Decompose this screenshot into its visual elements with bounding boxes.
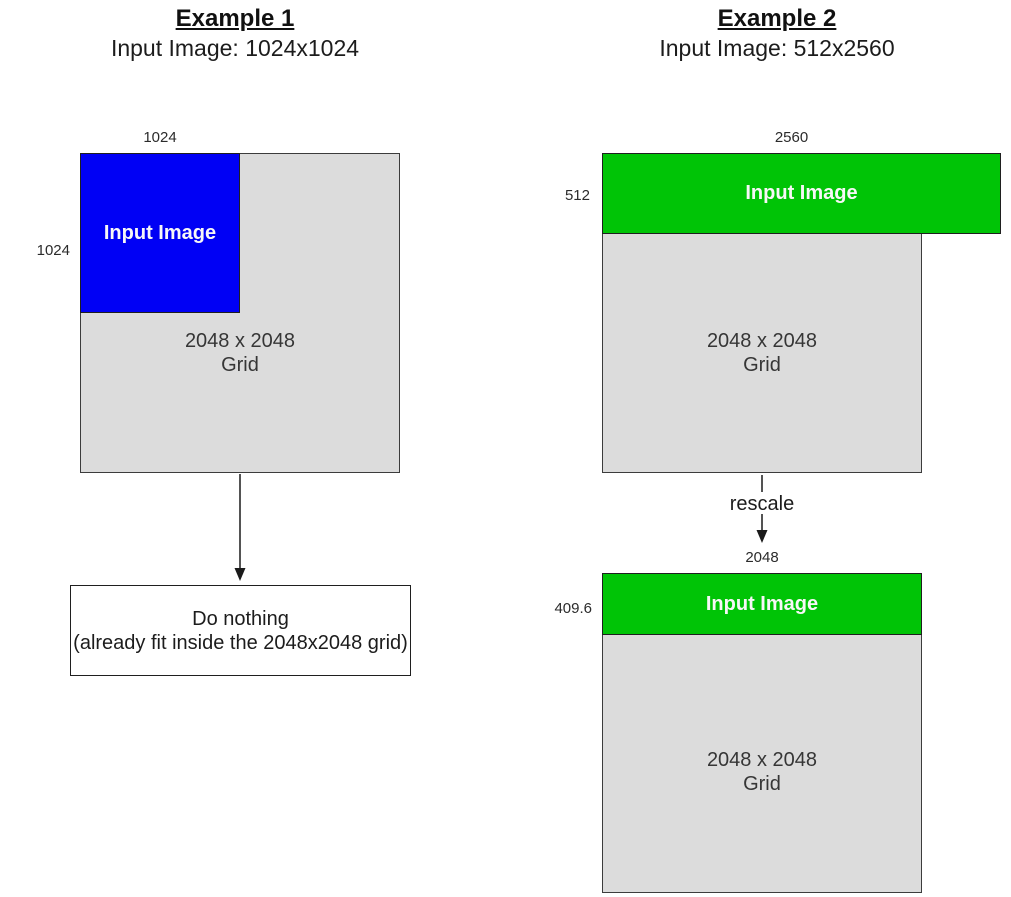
example1-input-height-label: 1024 xyxy=(36,242,70,259)
example2-after-input-image-box: Input Image xyxy=(602,573,922,635)
example2-before-input-image-box: Input Image xyxy=(602,153,1001,234)
example2-after-input-image-label: Input Image xyxy=(705,592,819,615)
example2-after-input-width-label: 2048 xyxy=(745,549,779,566)
example1-grid-label-line1: 2048 x 2048 xyxy=(184,330,296,352)
example2-after-input-height-label: 409.6 xyxy=(554,600,592,617)
example1-subtitle: Input Image: 1024x1024 xyxy=(110,35,360,61)
example2-before-input-image-label: Input Image xyxy=(745,182,858,204)
example2-rescale-label: rescale xyxy=(729,493,795,515)
example1-down-arrow xyxy=(234,474,246,581)
example1-input-image-label: Input Image xyxy=(103,221,217,244)
example1-result-line2: (already fit inside the 2048x2048 grid) xyxy=(73,631,408,654)
example1-input-image-box: Input Image xyxy=(80,153,240,313)
example1-result-line1: Do nothing xyxy=(192,607,289,630)
example2-before-grid-label-line2: Grid xyxy=(743,354,781,376)
example1-grid-label: 2048 x 2048 Grid xyxy=(80,329,400,377)
example2-before-input-width-label: 2560 xyxy=(774,129,809,146)
example1-grid-label-line2: Grid xyxy=(221,354,259,376)
example2-after-grid-label-line2: Grid xyxy=(743,773,781,795)
example2-after-grid-label-line1: 2048 x 2048 xyxy=(706,749,818,771)
example1-input-width-label: 1024 xyxy=(143,129,177,146)
example2-after-grid-label: 2048 x 2048 Grid xyxy=(602,748,922,796)
example2-title: Example 2 xyxy=(717,5,837,32)
example2-rescale-arrow-upper xyxy=(761,475,763,492)
example2-rescale-arrow-lower xyxy=(756,514,768,543)
example2-subtitle: Input Image: 512x2560 xyxy=(659,35,895,61)
example2-before-grid-label: 2048 x 2048 Grid xyxy=(602,329,922,377)
example1-result-box: Do nothing (already fit inside the 2048x… xyxy=(70,585,411,676)
example2-before-grid-label-line1: 2048 x 2048 xyxy=(706,330,818,352)
example1-title: Example 1 xyxy=(175,5,295,32)
example2-before-input-height-label: 512 xyxy=(564,187,590,204)
